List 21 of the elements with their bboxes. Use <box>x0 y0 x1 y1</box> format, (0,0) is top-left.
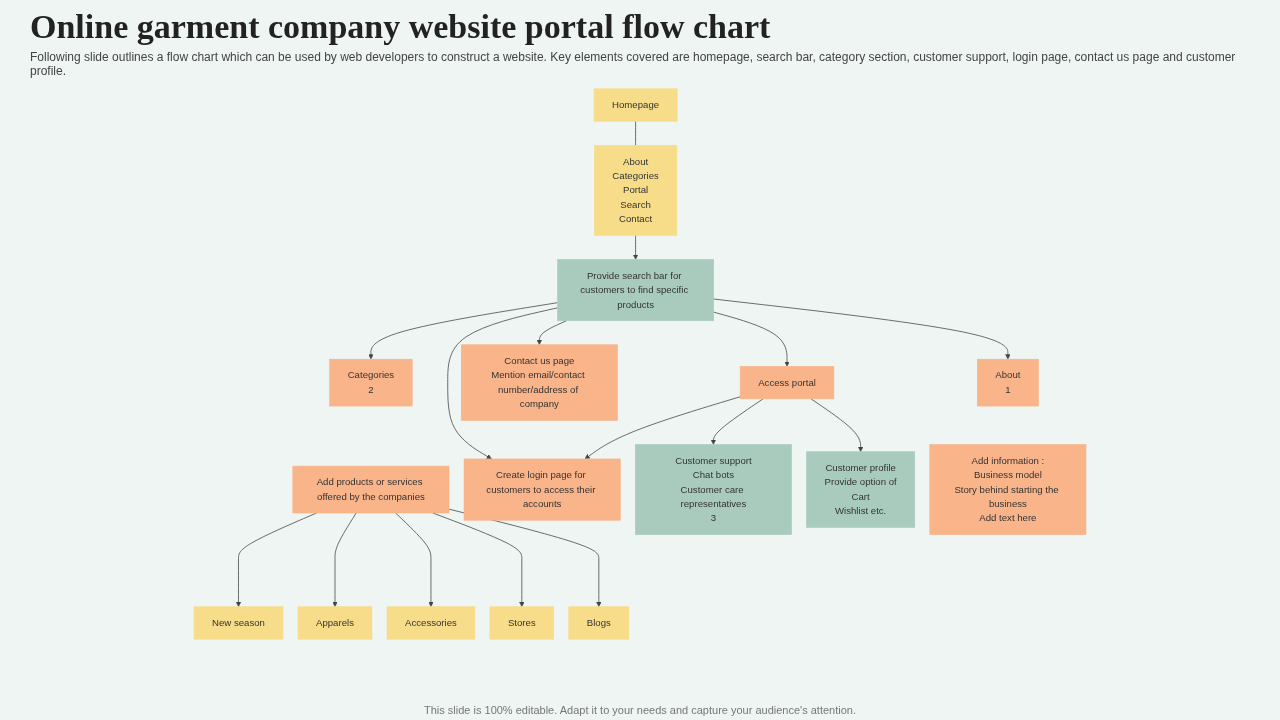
slide-title: Online garment company website portal flow chart <box>30 8 772 46</box>
node-box: Stores <box>489 606 555 640</box>
node-box: Contact us page Mention email/contact number/address of company <box>460 344 618 421</box>
node-box: Customer profile Provide option of Cart Wishlist etc. <box>806 451 916 528</box>
node-box: Create login page for customers to access their accounts <box>463 458 621 521</box>
node-box: Provide search bar for customers to find specific products <box>557 259 714 322</box>
node-box: Customer support Chat bots Customer care representatives 3 <box>635 444 792 535</box>
node-box: Add information : Business model Story behind starting the business Add text here <box>929 444 1087 535</box>
footer-note: This slide is 100% editable. Adapt it to your needs and capture your audience's attention. <box>423 704 857 716</box>
node-box: New season <box>193 606 284 640</box>
node-box: About 1 <box>977 358 1039 407</box>
node-box: Blogs <box>568 606 630 640</box>
node-box: Categories 2 <box>329 358 413 407</box>
node-box: Add products or services offered by the companies <box>292 465 450 514</box>
node-box: Homepage <box>593 88 678 122</box>
connector <box>635 120 636 146</box>
node-box: Accessories <box>386 606 476 640</box>
node-box: About Categories Portal Search Contact <box>594 145 678 236</box>
node-box: Apparels <box>297 606 373 640</box>
description-text: Following slide outlines a flow chart which can be used by web developers to construct a website. Key elements covered are homepage, search bar, category section, customer support, login page, contact us page and customer profile. <box>30 50 1237 78</box>
node-box: Access portal <box>739 366 835 400</box>
